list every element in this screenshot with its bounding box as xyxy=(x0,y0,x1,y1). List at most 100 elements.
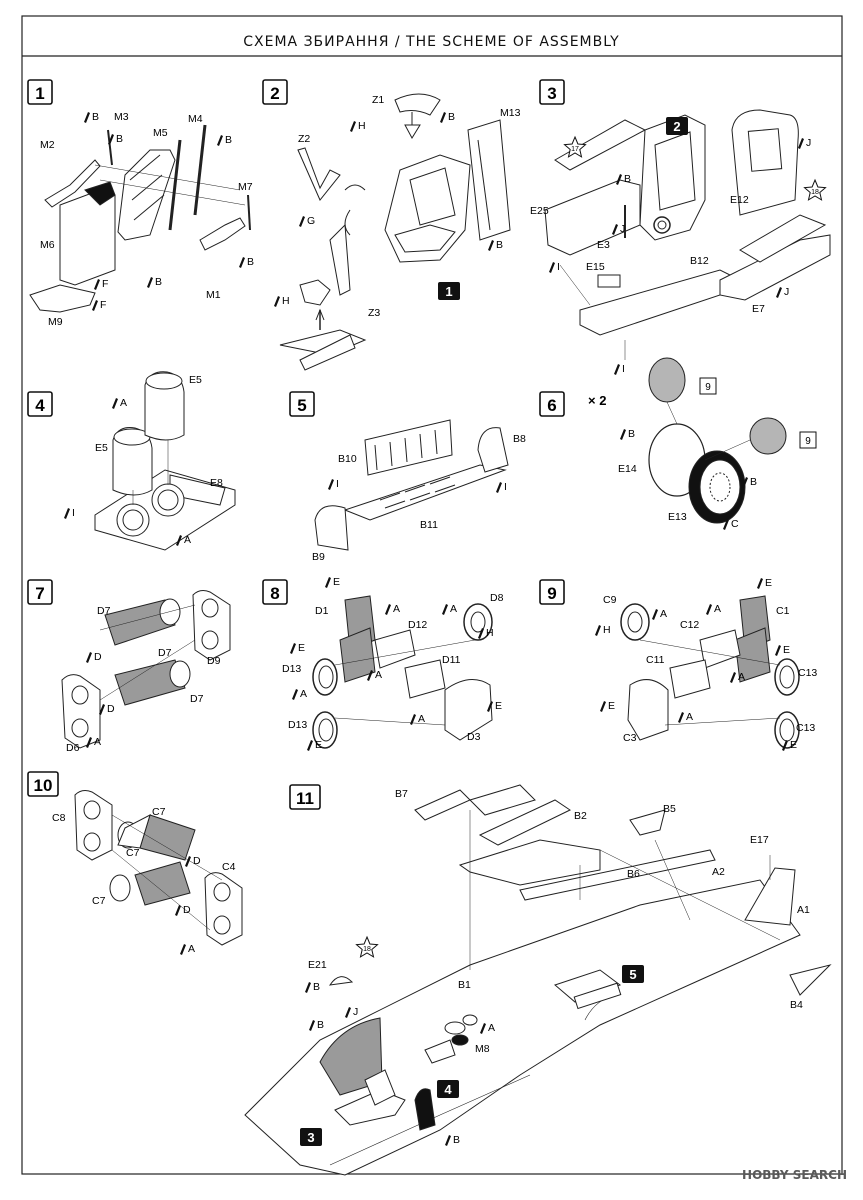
glue-brush-icon xyxy=(64,508,70,519)
glue-mark: I xyxy=(64,507,75,519)
part-label: D7 xyxy=(190,693,204,705)
glue-code: D xyxy=(94,651,102,663)
step-number: 7 xyxy=(35,584,44,603)
glue-brush-icon xyxy=(92,300,98,311)
glue-code: B xyxy=(116,133,123,145)
part-label: E25 xyxy=(530,205,549,217)
glue-code: A xyxy=(393,603,400,615)
part-label: D3 xyxy=(467,731,481,743)
part-label: D1 xyxy=(315,605,329,617)
glue-mark: B xyxy=(440,111,455,123)
step-9-drawing xyxy=(620,595,800,749)
part-label: B7 xyxy=(395,788,408,800)
glue-mark: A xyxy=(706,603,721,615)
part-label: E13 xyxy=(668,511,687,523)
step-badge-7: 7 xyxy=(27,579,53,605)
glue-code: B xyxy=(92,111,99,123)
glue-brush-icon xyxy=(616,174,622,185)
glue-brush-icon xyxy=(614,364,620,375)
glue-brush-icon xyxy=(175,905,181,916)
glue-code: B xyxy=(155,276,162,288)
glue-brush-icon xyxy=(217,135,223,146)
glue-mark: B xyxy=(445,1134,460,1146)
glue-brush-icon xyxy=(345,1007,351,1018)
part-label: C7 xyxy=(92,895,106,907)
glue-code: F xyxy=(102,278,108,290)
decal-number: 18 xyxy=(811,189,819,196)
glue-mark: J xyxy=(612,223,625,235)
glue-brush-icon xyxy=(549,262,555,273)
step-number: 9 xyxy=(547,584,556,603)
part-label: M6 xyxy=(40,239,55,251)
glue-mark: G xyxy=(299,215,315,227)
glue-brush-icon xyxy=(385,604,391,615)
glue-mark: I xyxy=(549,261,560,273)
step-badge-5: 5 xyxy=(289,391,315,417)
glue-mark: A xyxy=(367,669,382,681)
part-label: C7 xyxy=(152,806,166,818)
page-frame xyxy=(21,15,843,1175)
part-label: D7 xyxy=(97,605,111,617)
glue-code: B xyxy=(628,428,635,440)
part-label: C9 xyxy=(603,594,617,606)
glue-code: B xyxy=(247,256,254,268)
part-label: C3 xyxy=(623,732,637,744)
step-badge-11: 11 xyxy=(289,784,321,810)
glue-brush-icon xyxy=(706,604,712,615)
glue-code: A xyxy=(120,397,127,409)
glue-brush-icon xyxy=(652,609,658,620)
glue-mark: E xyxy=(782,739,797,751)
subassembly-number: 4 xyxy=(444,1082,452,1097)
glue-code: H xyxy=(282,295,290,307)
part-label: E14 xyxy=(618,463,637,475)
subassembly-badge: 2 xyxy=(666,117,688,135)
decal-marker: 9 xyxy=(799,431,817,449)
glue-brush-icon xyxy=(305,982,311,993)
part-label: C7 xyxy=(126,847,140,859)
step-number: 11 xyxy=(296,789,314,808)
glue-mark: A xyxy=(652,608,667,620)
part-label: C12 xyxy=(680,619,699,631)
decal-marker: 18 xyxy=(803,178,827,201)
glue-mark: I xyxy=(496,481,507,493)
glue-brush-icon xyxy=(84,112,90,123)
part-label: D13 xyxy=(282,663,301,675)
star-icon xyxy=(803,178,827,201)
glue-mark: B xyxy=(742,476,757,488)
subassembly-badge: 1 xyxy=(438,282,460,300)
glue-mark: B xyxy=(239,256,254,268)
glue-mark: E xyxy=(325,576,340,588)
quantity-multiplier: × 2 xyxy=(588,393,606,408)
step-8-drawing xyxy=(312,595,493,749)
glue-mark: E xyxy=(307,739,322,751)
part-label: M8 xyxy=(475,1043,490,1055)
glue-code: J xyxy=(353,1006,358,1018)
glue-code: B xyxy=(317,1019,324,1031)
glue-code: B xyxy=(225,134,232,146)
subassembly-number: 2 xyxy=(673,119,680,134)
glue-brush-icon xyxy=(678,712,684,723)
part-label: E21 xyxy=(308,959,327,971)
glue-mark: A xyxy=(442,603,457,615)
glue-mark: E xyxy=(775,644,790,656)
glue-code: B xyxy=(453,1134,460,1146)
step-number: 1 xyxy=(35,84,44,103)
glue-brush-icon xyxy=(600,701,606,712)
part-label: C1 xyxy=(776,605,790,617)
decal-number: 9 xyxy=(805,436,811,447)
glue-code: B xyxy=(496,239,503,251)
subassembly-number: 1 xyxy=(445,284,452,299)
subassembly-number: 5 xyxy=(629,967,636,982)
step-10-drawing xyxy=(74,790,243,946)
step-7-drawing xyxy=(61,590,231,749)
part-label: D6 xyxy=(66,742,80,754)
step-badge-1: 1 xyxy=(27,79,53,105)
glue-code: A xyxy=(184,534,191,546)
glue-brush-icon xyxy=(86,737,92,748)
glue-mark: A xyxy=(180,943,195,955)
part-label: E12 xyxy=(730,194,749,206)
glue-code: B xyxy=(750,476,757,488)
glue-brush-icon xyxy=(147,277,153,288)
part-label: M7 xyxy=(238,181,253,193)
